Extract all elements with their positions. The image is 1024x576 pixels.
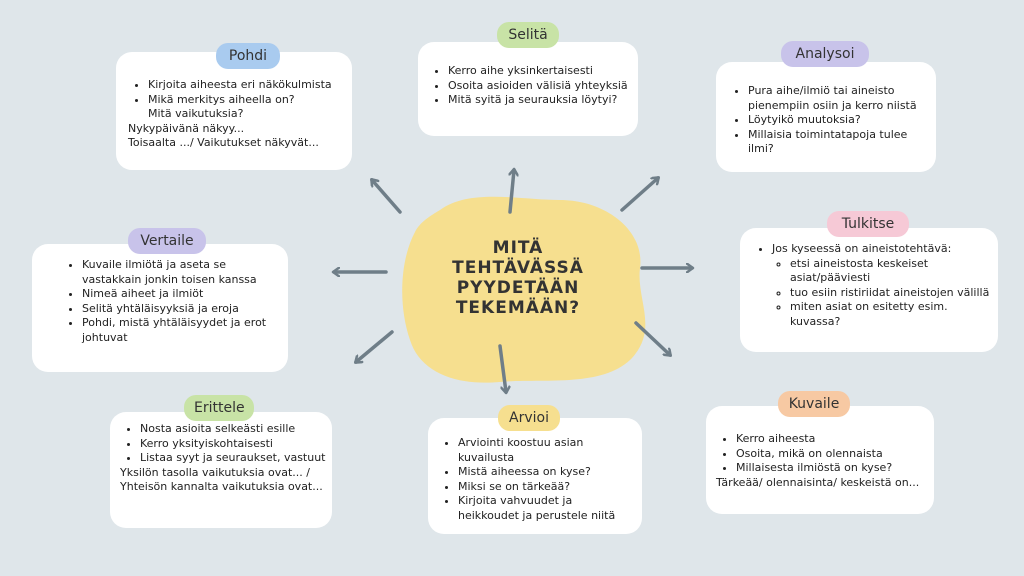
card-analysoi: Pura aihe/ilmiö tai aineisto pienempiin … <box>716 62 936 172</box>
list-item: Listaa syyt ja seuraukset, vastuut <box>140 451 326 466</box>
vertaile-list: Kuvaile ilmiötä ja aseta se vastakkain j… <box>62 258 280 345</box>
card-arvioi: Arviointi koostuu asian kuvailusta Mistä… <box>428 418 642 534</box>
list-item: Kirjoita aiheesta eri näkökulmista <box>148 78 342 93</box>
selita-list: Kerro aihe yksinkertaisesti Osoita asioi… <box>428 64 630 108</box>
text-line: Yhteisön kannalta vaikutuksia ovat... <box>120 480 323 493</box>
list-item: Nimeä aiheet ja ilmiöt <box>82 287 280 302</box>
arrow-to-arvioi <box>498 344 506 392</box>
list-item: Selitä yhtäläisyyksiä ja eroja <box>82 302 280 317</box>
list-item: Osoita, mikä on olennaista <box>736 447 926 462</box>
center-title-line: TEHTÄVÄSSÄ <box>452 258 584 278</box>
label-selita: Selitä <box>497 22 559 48</box>
list-item: tuo esiin ristiriidat aineistojen välill… <box>790 286 990 301</box>
text-line: Tärkeää/ olennaisinta/ keskeistä on... <box>716 475 920 489</box>
arvioi-list: Arviointi koostuu asian kuvailusta Mistä… <box>438 436 636 523</box>
list-item: Mikä merkitys aiheella on? <box>148 93 342 108</box>
arrow-to-analysoi <box>620 178 658 212</box>
card-vertaile: Kuvaile ilmiötä ja aseta se vastakkain j… <box>32 244 288 372</box>
kuvaile-list: Kerro aiheesta Osoita, mikä on olennaist… <box>716 432 926 476</box>
center-title-line: TEKEMÄÄN? <box>455 298 581 318</box>
list-item: Mitä syitä ja seurauksia löytyi? <box>448 93 630 108</box>
list-item: etsi aineistosta keskeiset asiat/päävies… <box>790 257 990 286</box>
list-item: Osoita asioiden välisiä yhteyksiä <box>448 79 630 94</box>
text-line: Nykypäivänä näkyy... <box>128 121 245 135</box>
card-pohdi: Kirjoita aiheesta eri näkökulmista Mikä … <box>116 52 352 170</box>
label-tulkitse: Tulkitse <box>827 211 909 237</box>
label-analysoi: Analysoi <box>781 41 869 67</box>
label-kuvaile: Kuvaile <box>778 391 850 417</box>
center-blob <box>402 196 646 383</box>
arrow-to-selita <box>508 170 514 214</box>
card-tulkitse: Jos kyseessä on aineistotehtävä: etsi ai… <box>740 228 998 352</box>
card-selita: Kerro aihe yksinkertaisesti Osoita asioi… <box>418 42 638 136</box>
list-item: Kirjoita vahvuudet ja heikkoudet ja peru… <box>458 494 636 523</box>
list-item: Jos kyseessä on aineistotehtävä: <box>772 242 990 257</box>
card-erittele: Nosta asioita selkeästi esille Kerro yks… <box>110 412 332 528</box>
pohdi-list: Kirjoita aiheesta eri näkökulmista Mikä … <box>128 78 342 107</box>
tulkitse-list: Jos kyseessä on aineistotehtävä: etsi ai… <box>752 242 990 329</box>
list-item: Kuvaile ilmiötä ja aseta se vastakkain j… <box>82 258 280 287</box>
list-item: Miksi se on tärkeää? <box>458 480 636 495</box>
text-line: Mitä vaikutuksia? <box>148 107 244 120</box>
list-item: Nosta asioita selkeästi esille <box>140 422 326 437</box>
list-item: Mistä aiheessa on kyse? <box>458 465 636 480</box>
tulkitse-sublist: etsi aineistosta keskeiset asiat/päävies… <box>772 257 990 330</box>
center-title-line: PYYDETÄÄN <box>456 278 580 298</box>
label-vertaile: Vertaile <box>128 228 206 254</box>
list-item: Kerro aiheesta <box>736 432 926 447</box>
card-kuvaile: Kerro aiheesta Osoita, mikä on olennaist… <box>706 406 934 514</box>
list-item: miten asiat on esitetty esim. kuvassa? <box>790 300 990 329</box>
center-title: MITÄ TEHTÄVÄSSÄ PYYDETÄÄN TEKEMÄÄN? <box>448 238 588 318</box>
arrow-to-erittele <box>356 330 394 362</box>
erittele-list: Nosta asioita selkeästi esille Kerro yks… <box>120 422 326 466</box>
analysoi-list: Pura aihe/ilmiö tai aineisto pienempiin … <box>728 84 928 157</box>
list-item: Pohdi, mistä yhtäläisyydet ja erot johtu… <box>82 316 280 345</box>
label-erittele: Erittele <box>184 395 254 421</box>
list-item: Arviointi koostuu asian kuvailusta <box>458 436 636 465</box>
center-title-line: MITÄ <box>492 238 544 258</box>
list-item: Kerro aihe yksinkertaisesti <box>448 64 630 79</box>
list-item: Löytyikö muutoksia? <box>748 113 928 128</box>
list-item: Pura aihe/ilmiö tai aineisto pienempiin … <box>748 84 928 113</box>
text-line: Yksilön tasolla vaikutuksia ovat... / <box>120 465 310 479</box>
text-line: Toisaalta .../ Vaikutukset näkyvät... <box>128 136 319 149</box>
arrow-to-kuvaile <box>634 321 670 355</box>
list-item: Millaisesta ilmiöstä on kyse? <box>736 461 926 476</box>
list-item: Millaisia toimintatapoja tulee ilmi? <box>748 128 928 157</box>
list-item: Kerro yksityiskohtaisesti <box>140 437 326 452</box>
label-pohdi: Pohdi <box>216 43 280 69</box>
arrow-to-pohdi <box>372 180 402 214</box>
label-arvioi: Arvioi <box>498 405 560 431</box>
